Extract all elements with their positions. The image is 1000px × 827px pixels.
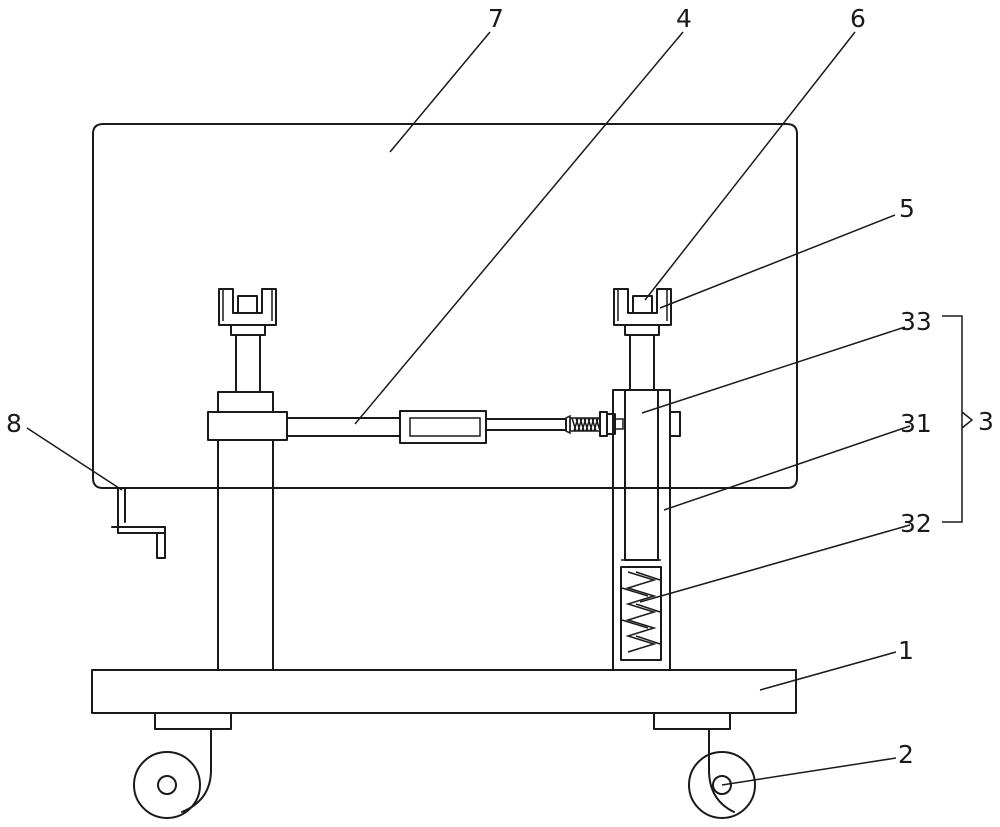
right-post-3 [613, 289, 680, 670]
label-1: 1 [898, 636, 914, 665]
label-32: 32 [900, 509, 932, 538]
right-wheel-2 [654, 713, 755, 818]
label-2: 2 [898, 740, 914, 769]
label-33: 33 [900, 307, 932, 336]
left-post [208, 289, 287, 670]
label-8: 8 [6, 409, 22, 438]
label-7: 7 [488, 4, 504, 33]
label-3: 3 [978, 407, 994, 436]
label-4: 4 [676, 4, 692, 33]
base-plate-1 [92, 670, 796, 713]
crank-handle-8 [112, 488, 165, 558]
board-7 [93, 124, 797, 488]
left-wheel [134, 713, 231, 818]
label-6: 6 [850, 4, 866, 33]
label-31: 31 [900, 409, 932, 438]
leader-lines [27, 32, 972, 785]
label-5: 5 [899, 194, 915, 223]
telescopic-arm-4 [287, 411, 623, 443]
